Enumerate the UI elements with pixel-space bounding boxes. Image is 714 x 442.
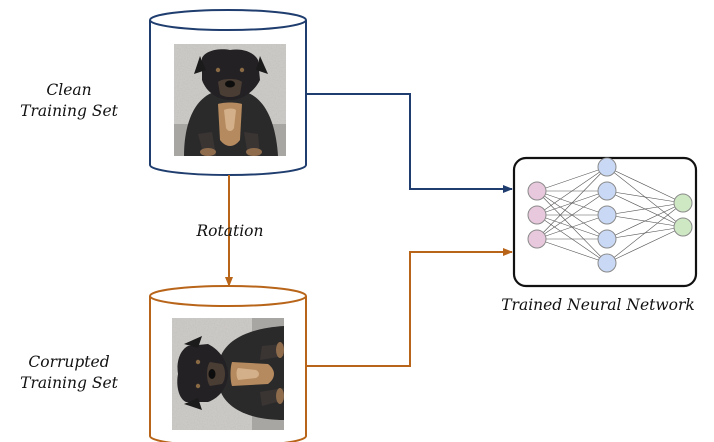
input-node [527, 229, 547, 249]
clean-label-line1: Clean [46, 81, 92, 99]
corrupted-label-line2: Training Set [20, 374, 118, 392]
corrupted-to-network-arrow [306, 248, 513, 367]
neural-network-edges [536, 166, 684, 264]
corrupted-training-set-label: Corrupted Training Set [0, 352, 138, 394]
network-edge [606, 190, 684, 204]
network-edge [606, 166, 684, 204]
network-edge [536, 166, 608, 216]
corrupted-dog-image-rotated [172, 318, 284, 430]
output-node [673, 193, 693, 213]
trained-network-label: Trained Neural Network [501, 296, 695, 314]
clean-to-network-arrow [306, 93, 513, 193]
corrupted-label-line1: Corrupted [28, 353, 110, 371]
hidden-node [597, 253, 617, 273]
input-node [527, 181, 547, 201]
network-edge [536, 214, 608, 240]
hidden-node [597, 205, 617, 225]
network-edge [606, 226, 684, 264]
network-edge [536, 190, 608, 240]
rotation-label: Rotation [196, 222, 264, 240]
hidden-node [597, 229, 617, 249]
hidden-node [597, 181, 617, 201]
output-node [673, 217, 693, 237]
network-edge [536, 238, 608, 264]
clean-label-line2: Training Set [20, 102, 118, 120]
neural-network-nodes [527, 157, 693, 273]
network-edge [606, 202, 684, 240]
clean-dog-image [174, 44, 286, 156]
network-edge [536, 166, 608, 192]
network-edge [606, 202, 684, 264]
network-edge [536, 166, 608, 240]
input-node [527, 205, 547, 225]
network-edge [606, 202, 684, 216]
clean-training-set-label: Clean Training Set [0, 80, 138, 122]
hidden-node [597, 157, 617, 177]
